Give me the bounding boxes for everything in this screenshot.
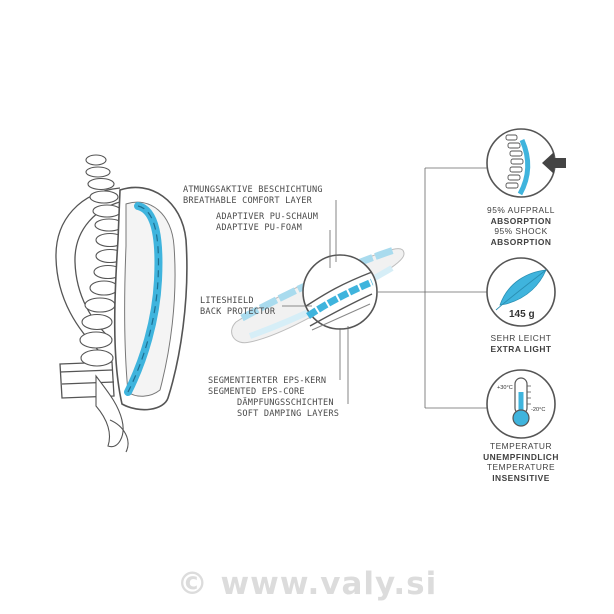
absorption-badge-text: 95% AUFPRALL ABSORPTION 95% SHOCK ABSORP… (466, 205, 576, 247)
temp-low-label: -20°C (531, 407, 546, 413)
light-badge-text: SEHR LEICHT EXTRA LIGHT (466, 333, 576, 354)
label-leader-lines (282, 200, 425, 404)
temperature-badge-text: TEMPERATUR UNEMPFINDLICH TEMPERATURE INS… (466, 441, 576, 483)
spine-mini-icon (505, 134, 524, 189)
thermometer-icon (512, 377, 531, 427)
protector-label-name: LITESHIELD (200, 296, 254, 306)
temp-high-label: +30°C (497, 385, 513, 391)
protector-label: LITESHIELD BACK PROTECTOR (200, 296, 275, 317)
impact-arrow-icon (542, 152, 566, 174)
absorption-line-4: ABSORPTION (490, 236, 552, 247)
temperature-line-2: UNEMPFINDLICH (483, 451, 559, 462)
pad-cross-section (231, 246, 405, 344)
damping-label-de: DÄMPFUNGSSCHICHTEN (237, 398, 334, 408)
absorption-line-1: 95% AUFPRALL (487, 205, 555, 215)
temperature-line-3: TEMPERATURE (486, 462, 556, 473)
temperature-badge (486, 369, 556, 439)
pu-foam-label-en: ADAPTIVE PU-FOAM (216, 222, 302, 233)
light-line-1: SEHR LEICHT (490, 333, 552, 343)
pu-foam-label: ADAPTIVER PU-SCHAUM ADAPTIVE PU-FOAM (216, 212, 318, 233)
temperature-line-4: INSENSITIVE (492, 472, 550, 483)
protector-shell (113, 186, 188, 411)
comfort-layer-label: ATMUNGSAKTIVE BESCHICHTUNG BREATHABLE CO… (183, 185, 323, 206)
light-badge (486, 257, 556, 327)
damping-label: DÄMPFUNGSSCHICHTEN SOFT DAMPING LAYERS (237, 398, 339, 419)
eps-core-label-de: SEGMENTIERTER EPS-KERN (208, 376, 327, 386)
absorption-line-3: 95% SHOCK (494, 226, 548, 237)
spine-illustration (79, 154, 129, 453)
protector-label-type: BACK PROTECTOR (200, 306, 276, 317)
comfort-layer-label-de: ATMUNGSAKTIVE BESCHICHTUNG (183, 185, 323, 195)
temperature-line-1: TEMPERATUR (489, 441, 553, 451)
weight-value: 145 g (509, 309, 535, 320)
absorption-badge (486, 128, 566, 198)
badge-bracket (424, 167, 488, 409)
absorption-line-2: ABSORPTION (490, 215, 552, 226)
light-line-2: EXTRA LIGHT (490, 343, 552, 354)
damping-label-en: SOFT DAMPING LAYERS (237, 408, 340, 419)
pu-foam-label-de: ADAPTIVER PU-SCHAUM (216, 212, 319, 222)
comfort-layer-label-en: BREATHABLE COMFORT LAYER (183, 195, 312, 206)
eps-core-label: SEGMENTIERTER EPS-KERN SEGMENTED EPS-COR… (208, 376, 326, 397)
eps-core-label-en: SEGMENTED EPS-CORE (208, 386, 305, 397)
watermark: © www.valy.si (176, 566, 438, 602)
